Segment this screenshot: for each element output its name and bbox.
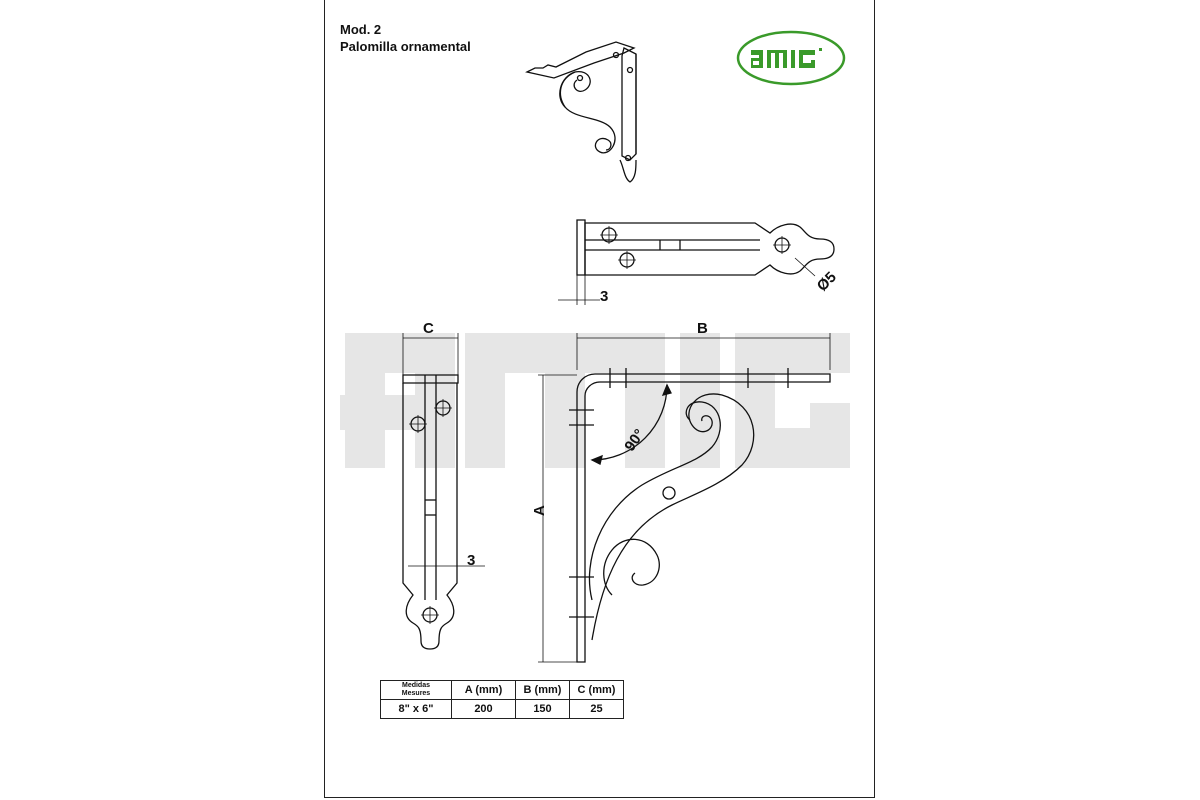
dimension-a-label: A [531, 505, 548, 516]
isometric-view [525, 41, 637, 183]
amig-logo [736, 30, 846, 86]
product-name: Palomilla ornamental [340, 39, 471, 54]
table-cell-c: 25 [569, 699, 624, 719]
table-header-a: A (mm) [451, 680, 516, 700]
side-view [402, 333, 485, 650]
model-number: Mod. 2 [340, 22, 382, 37]
dimension-c-label: C [423, 320, 434, 337]
header-medidas: Medidas [401, 682, 430, 689]
thickness-dimension-side: 3 [467, 552, 475, 569]
table-cell-size: 8" x 6" [380, 699, 452, 719]
front-view [538, 333, 831, 663]
table-row: 8" x 6" 200 150 25 [380, 699, 624, 719]
table-cell-a: 200 [451, 699, 516, 719]
top-view [558, 219, 835, 305]
table-cell-b: 150 [515, 699, 570, 719]
header-mesures: Mesures [401, 690, 431, 697]
table-header-c: C (mm) [569, 680, 624, 700]
spec-table: Medidas Mesures A (mm) B (mm) C (mm) 8" … [380, 680, 624, 719]
thickness-dimension-top: 3 [600, 288, 608, 305]
watermark-logo [340, 333, 850, 468]
hole-diameter-label: Ø5 [814, 269, 840, 295]
table-header-b: B (mm) [515, 680, 570, 700]
dimension-b-label: B [697, 320, 708, 337]
table-header-row: Medidas Mesures A (mm) B (mm) C (mm) [380, 680, 624, 700]
table-header-size: Medidas Mesures [380, 680, 452, 700]
